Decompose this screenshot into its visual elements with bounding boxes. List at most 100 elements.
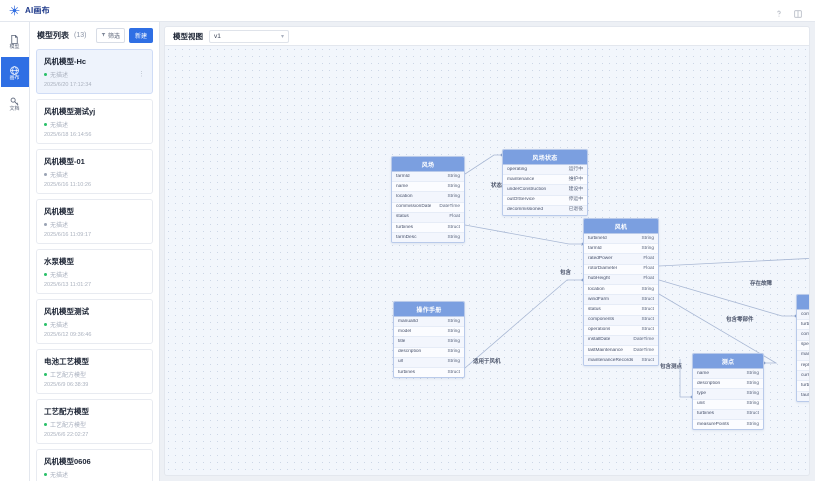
list-item-meta: 无描述 — [44, 120, 145, 129]
version-select[interactable]: v1 ▾ — [209, 29, 289, 43]
sidebar-item-query[interactable]: 文档 — [1, 88, 29, 118]
model-view-label: 模型视图 — [173, 31, 203, 41]
model-count: (13) — [74, 32, 87, 39]
brand: AI画布 — [8, 4, 50, 17]
list-item[interactable]: 风机模型测试无描述 2025/6/12 09:36:46 — [36, 299, 153, 344]
list-item-description: 无描述 — [50, 473, 69, 479]
list-item-meta: 无描述⋮ — [44, 70, 145, 79]
ai-sparkle-icon — [8, 4, 21, 17]
er-node-title: 风机 — [584, 219, 658, 234]
list-item-meta: 无描述 — [44, 170, 145, 179]
list-item-description: 无描述 — [50, 223, 69, 229]
list-item[interactable]: 风机模型0606无描述2025/6/6 18:17:31 — [36, 449, 153, 481]
sidebar-item-docs-label: 模型 — [9, 44, 20, 50]
list-item-description: 工艺配方模型 — [50, 423, 87, 429]
help-icon[interactable] — [774, 6, 784, 17]
sidebar-item-docs[interactable]: 模型 — [1, 26, 29, 56]
list-item-description: 无描述 — [50, 123, 69, 129]
list-item[interactable]: 工艺配方模型工艺配方模型 2025/6/6 22:02:27 — [36, 399, 153, 444]
sidebar-item-canvas[interactable]: 画布 — [0, 57, 29, 87]
globe-icon — [9, 63, 20, 75]
edge-label: 适用于风机 — [473, 359, 501, 365]
list-item-date: 2025/6/16 11:09:17 — [44, 232, 91, 238]
edge-label: 包含零部件 — [726, 317, 754, 323]
status-badge — [44, 123, 47, 126]
status-badge — [44, 273, 47, 276]
more-dots-icon[interactable]: ⋮ — [138, 71, 145, 78]
list-item-name: 风机模型-01 — [44, 157, 85, 166]
new-model-button[interactable]: 新建 — [128, 28, 153, 43]
list-item-description: 无描述 — [50, 273, 69, 279]
filter-button[interactable]: 筛选 — [95, 28, 125, 43]
list-item-name: 水泵模型 — [44, 257, 74, 266]
list-item-meta: 无描述 — [44, 320, 145, 329]
edge-label: 包含测点 — [660, 364, 683, 370]
list-item-description: 无描述 — [50, 323, 69, 329]
filter-button-label: 筛选 — [107, 34, 120, 40]
key-icon — [9, 94, 20, 106]
document-icon — [9, 32, 20, 45]
er-node-field: currentStatusString — [797, 371, 809, 382]
list-item-name: 风机模型0606 — [44, 457, 91, 466]
list-item-name: 风机模型-Hc — [44, 57, 87, 66]
edge-label: 状态 — [491, 183, 503, 189]
status-badge — [44, 223, 47, 226]
list-item-date: 2025/6/6 22:02:27 — [44, 432, 89, 438]
list-item-name: 风机模型测试 — [44, 307, 89, 316]
list-item-date: 2025/6/12 09:36:46 — [44, 332, 92, 338]
er-node-title: 操作手册 — [394, 302, 464, 317]
sidebar-item-query-label: 文档 — [9, 106, 20, 112]
er-node-field: faultsStruct — [797, 391, 809, 401]
list-item-name: 工艺配方模型 — [44, 407, 89, 416]
filter-icon — [101, 32, 106, 39]
er-node-title: 风场 — [392, 157, 464, 172]
list-item-meta: 工艺配方模型 — [44, 420, 145, 429]
book-icon[interactable] — [793, 6, 803, 18]
list-item-meta: 工艺配方模型 — [44, 370, 145, 379]
status-badge — [44, 173, 47, 176]
status-badge — [44, 323, 47, 326]
er-node-field: componentIdString — [797, 310, 809, 321]
canvas-toolbar: 模型视图 v1 ▾ — [164, 26, 810, 46]
er-node-component[interactable]: 零部件componentIdStringturbineIdStringcompo… — [796, 294, 809, 402]
model-list-header: 模型列表 (13) 筛选 新建 — [30, 22, 159, 49]
